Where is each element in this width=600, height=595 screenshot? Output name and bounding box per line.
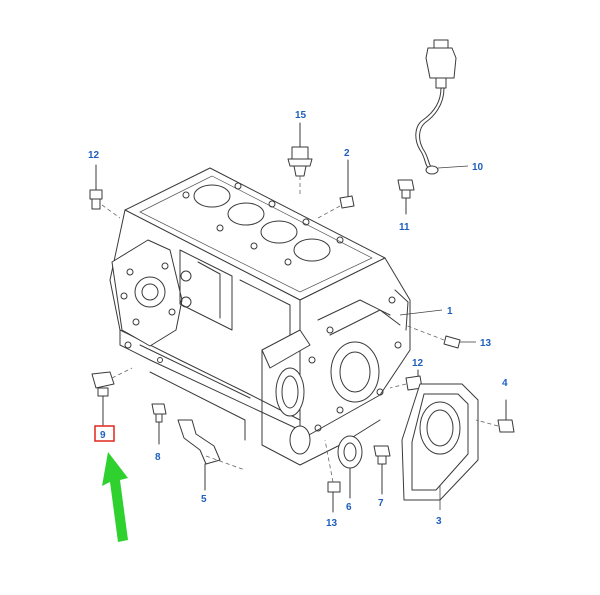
label-part-12-top: 12	[88, 150, 100, 161]
label-part-15: 15	[295, 110, 307, 121]
label-part-2: 2	[344, 148, 350, 159]
label-part-13-bottom: 13	[326, 518, 338, 529]
part-3-seal-housing	[401, 383, 479, 510]
part-13-pin-bottom	[324, 439, 341, 513]
highlight-box-part-9	[94, 425, 115, 442]
label-part-4: 4	[502, 378, 508, 389]
part-15-sender	[287, 122, 313, 195]
part-1-leader	[399, 309, 443, 316]
label-part-12-right: 12	[412, 358, 424, 369]
part-10-sensor	[415, 39, 469, 175]
label-part-8: 8	[155, 452, 161, 463]
label-part-1: 1	[447, 306, 453, 317]
label-part-9: 9	[100, 430, 106, 441]
part-9-plug	[91, 367, 133, 426]
part-13-pin-right	[404, 324, 476, 349]
part-6-seal	[337, 435, 363, 499]
part-4-bolt	[475, 399, 515, 433]
label-part-3: 3	[436, 516, 442, 527]
label-part-7: 7	[378, 498, 384, 509]
label-part-5: 5	[201, 494, 207, 505]
part-7-bolt	[373, 445, 391, 495]
label-part-13-right: 13	[480, 338, 492, 349]
label-part-10: 10	[472, 162, 484, 173]
part-11-bolt	[397, 179, 415, 215]
part-12-stud-top	[89, 164, 121, 219]
label-part-11: 11	[399, 222, 410, 233]
label-part-6: 6	[346, 502, 352, 513]
part-8-bolt	[151, 403, 167, 445]
green-arrow-icon	[102, 452, 128, 542]
part-2-dowel	[317, 159, 355, 219]
engine-block	[109, 167, 411, 466]
part-5-pipe	[177, 419, 246, 491]
